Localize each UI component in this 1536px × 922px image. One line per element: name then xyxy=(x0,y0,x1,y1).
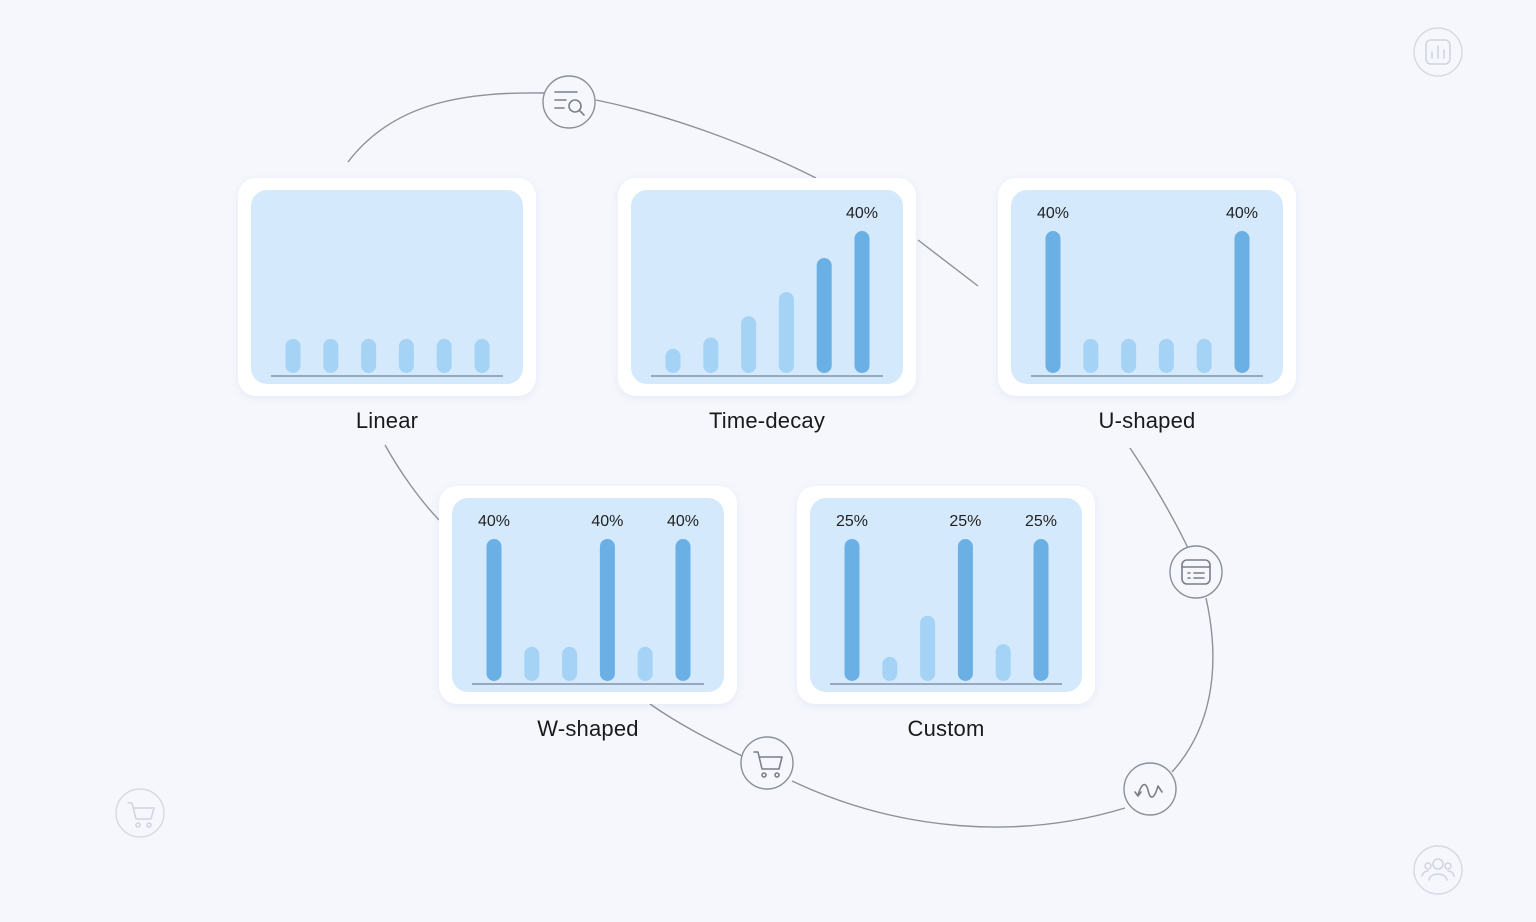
chart-bar xyxy=(524,646,540,681)
card-label-linear: Linear xyxy=(355,408,419,433)
bar-percent-label: 40% xyxy=(1037,205,1069,222)
chart-bar xyxy=(1083,338,1099,373)
chart-bar xyxy=(920,615,936,681)
chart-bar xyxy=(1045,231,1061,373)
users-icon xyxy=(1413,845,1463,895)
card-time-decay: 40% xyxy=(618,178,916,396)
bar-percent-label: 25% xyxy=(949,513,981,530)
chart-bar xyxy=(882,656,898,681)
card-label-time-decay: Time-decay xyxy=(708,408,826,433)
connector-bottom-left xyxy=(649,703,743,757)
chart-bar xyxy=(665,348,681,373)
card-custom: 25% 25% 25% xyxy=(797,486,1095,704)
chart-bar xyxy=(361,338,377,373)
connector-top-arc xyxy=(347,92,545,163)
chart-bar xyxy=(995,644,1011,681)
connector-right-loop xyxy=(1171,597,1214,773)
chart-bar xyxy=(436,338,452,373)
chart-bar xyxy=(562,646,578,681)
browser-list-icon xyxy=(1169,545,1223,599)
chart-time-decay: 40% xyxy=(651,205,883,377)
chart-bar xyxy=(854,231,870,373)
chart-bar xyxy=(675,539,691,681)
card-label-u-shaped: U-shaped xyxy=(1098,408,1196,433)
chart-bar xyxy=(1121,338,1137,373)
bar-percent-label: 25% xyxy=(1025,513,1057,530)
chart-area: 40% 40% 40% xyxy=(452,498,724,692)
chart-bar xyxy=(778,292,794,373)
chart-bar xyxy=(398,338,414,373)
chart-bar xyxy=(637,646,653,681)
bar-percent-label: 40% xyxy=(478,513,510,530)
chart-bar xyxy=(323,338,339,373)
chart-bar xyxy=(816,258,832,373)
chart-bar xyxy=(1234,231,1250,373)
chart-area: 25% 25% 25% xyxy=(810,498,1082,692)
chart-bar xyxy=(285,338,301,373)
bar-percent-label: 40% xyxy=(1226,205,1258,222)
chart-area xyxy=(251,190,523,384)
chart-w-shaped: 40% 40% 40% xyxy=(472,513,704,685)
chart-bar xyxy=(486,539,502,681)
chart-custom: 25% 25% 25% xyxy=(830,513,1062,685)
card-label-w-shaped: W-shaped xyxy=(537,716,639,741)
chart-area: 40% xyxy=(631,190,903,384)
bar-chart-icon xyxy=(1413,27,1463,77)
card-w-shaped: 40% 40% 40% xyxy=(439,486,737,704)
chart-bar xyxy=(703,337,719,373)
chart-bar xyxy=(1033,539,1049,681)
card-linear xyxy=(238,178,536,396)
connector-bottom-arc xyxy=(791,780,1126,828)
shopping-cart-icon xyxy=(115,788,165,838)
bar-percent-label: 40% xyxy=(846,205,878,222)
card-u-shaped: 40% 40% xyxy=(998,178,1296,396)
chart-bar xyxy=(844,539,860,681)
chart-bar xyxy=(474,338,490,373)
bar-percent-label: 40% xyxy=(667,513,699,530)
shopping-cart-icon xyxy=(740,736,794,790)
chart-bar xyxy=(741,316,757,373)
bar-percent-label: 40% xyxy=(591,513,623,530)
connector-left-down xyxy=(384,444,440,521)
card-label-custom: Custom xyxy=(907,716,985,741)
chart-bar xyxy=(599,539,615,681)
chart-bar xyxy=(1158,338,1174,373)
connector-right-down xyxy=(1129,447,1189,549)
chart-u-shaped: 40% 40% xyxy=(1031,205,1263,377)
chart-bar xyxy=(957,539,973,681)
search-list-icon xyxy=(542,75,596,129)
chart-bar xyxy=(1196,338,1212,373)
route-icon xyxy=(1123,762,1177,816)
chart-area: 40% 40% xyxy=(1011,190,1283,384)
connector-top-right xyxy=(595,99,817,179)
chart-linear xyxy=(271,338,503,377)
connector-mid xyxy=(917,239,979,287)
bar-percent-label: 25% xyxy=(836,513,868,530)
